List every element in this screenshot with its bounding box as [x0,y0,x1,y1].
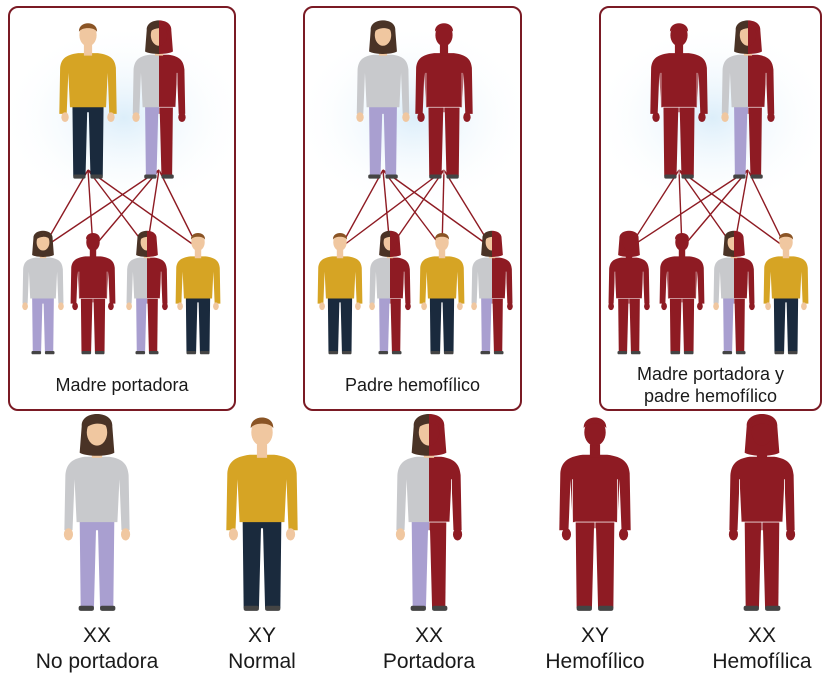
legend-genotype: XY [580,624,609,647]
pedigree-graphic [601,20,820,355]
hemophilic-male-figure [559,417,631,611]
noncarrier-female-figure [63,414,131,611]
normal-male-figure [59,23,117,179]
glow [305,23,520,213]
legend-label: Hemofílica [712,650,812,673]
cross-panel-carrier-mother: Madre portadora [8,6,236,411]
legend-label: Hemofílico [545,650,645,673]
glow [601,23,820,213]
cross-panel-hemophilic-father: Padre hemofílico [303,6,522,411]
glow [10,23,234,213]
normal-male-figure [763,232,809,355]
hemophilic-female-figure [728,414,796,611]
carrier-female-figure [395,414,463,611]
noncarrier-female-figure [63,414,131,611]
inheritance-lines [339,169,493,249]
hemophilic-female-figure [608,230,650,355]
legend-genotype: XX [747,624,776,647]
hemophilic-female-figure [728,414,796,611]
carrier-female-figure [369,230,411,355]
carrier-female-figure [713,230,755,355]
carrier-female-figure [471,230,513,355]
legend-genotype: XX [414,624,443,647]
carrier-female-figure [132,20,186,179]
carrier-female-figure [721,20,775,179]
hemophilic-male-figure [650,23,708,179]
legend-label: Normal [228,650,296,673]
hemophilic-male-figure [659,232,705,355]
normal-male-figure [226,417,298,611]
legend-genotype: XY [247,624,276,647]
normal-male-figure [175,232,221,355]
panel-caption: Madre portadora y padre hemofílico [636,364,785,406]
normal-male-figure [317,232,363,355]
normal-male-figure [419,232,465,355]
pedigree-graphic [10,20,234,355]
inheritance-lines [628,169,787,249]
pedigree-graphic [305,20,520,355]
panel-caption: Padre hemofílico [344,375,481,395]
noncarrier-female-figure [22,230,64,355]
noncarrier-female-figure [356,20,410,179]
legend-genotype: XX [82,624,111,647]
legend-label: Portadora [382,650,476,673]
panel-caption: Madre portadora [55,375,189,395]
inheritance-lines [42,169,199,249]
carrier-female-figure [126,230,168,355]
carrier-female-figure [395,414,463,611]
hemophilic-male-figure [559,417,631,611]
legend-label: No portadora [35,650,159,673]
normal-male-figure [226,417,298,611]
hemophilic-male-figure [415,23,473,179]
hemophilic-male-figure [70,232,116,355]
cross-panel-carrier-mother-hemophilic-father: Madre portadora y padre hemofílico [599,6,822,411]
